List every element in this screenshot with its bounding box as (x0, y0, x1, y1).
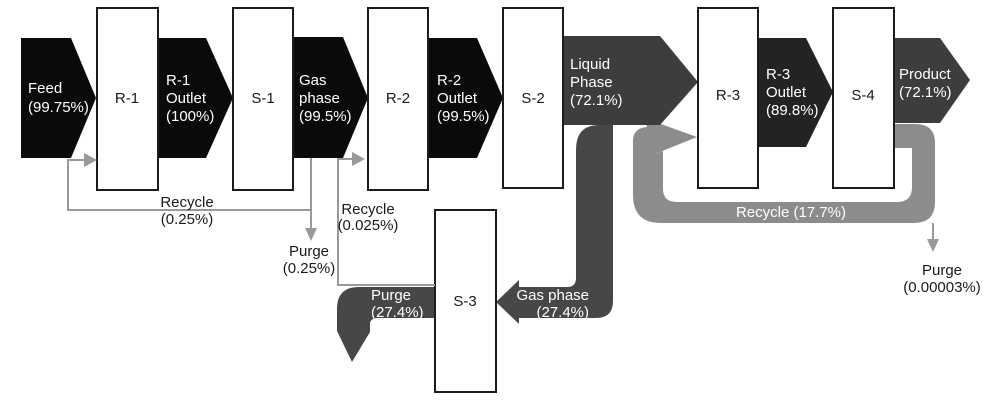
label-feed-line1: Feed (28, 80, 62, 97)
arrow-r3-outlet (758, 38, 833, 147)
label-gas-phase-s1-line1: Gas (299, 72, 327, 89)
box-s2 (502, 7, 564, 189)
arrow-r1-outlet (158, 38, 233, 158)
label-r3-outlet-line2: Outlet (766, 84, 807, 101)
arrowhead-recycle-r1-icon (84, 153, 97, 167)
label-purge-s1-line2: (0.25%) (283, 260, 336, 277)
arrow-r2-outlet (428, 38, 503, 158)
label-feed-line2: (99.75%) (28, 99, 89, 116)
label-recycle-s1-line2: (0.25%) (161, 211, 214, 228)
label-r1: R-1 (115, 90, 139, 107)
label-product-line1: Product (899, 66, 952, 83)
label-recycle-s4: Recycle (17.7%) (736, 204, 846, 221)
pipe-purge-s3 (337, 287, 435, 362)
label-gas-phase-s1-line2: phase (299, 90, 340, 107)
label-r1-outlet-line1: R-1 (166, 72, 190, 89)
label-r3-outlet-line3: (89.8%) (766, 102, 819, 119)
arrowhead-recycle-r2-icon (352, 152, 365, 166)
label-gas-phase-s2-line1: Gas phase (516, 287, 589, 304)
label-recycle-s1-line1: Recycle (160, 194, 213, 211)
label-gas-phase-s2-line2: (27.4%) (536, 304, 589, 321)
box-r2 (367, 7, 429, 191)
arrowhead-purge-s4-down-icon (927, 239, 939, 252)
label-r1-outlet-line2: Outlet (166, 90, 207, 107)
label-r1-outlet-line3: (100%) (166, 108, 214, 125)
label-r2-outlet-line1: R-2 (437, 72, 461, 89)
pipe-recycle-s4-to-r3 (633, 118, 935, 223)
label-purge-s3-line2: (27.4%) (371, 304, 424, 321)
arrow-gas-phase-s1 (293, 37, 368, 158)
arrow-liquid-phase (563, 36, 698, 125)
label-liquid-phase-line2: Phase (570, 74, 613, 91)
arrow-feed (21, 38, 96, 158)
label-gas-phase-s1-line3: (99.5%) (299, 108, 352, 125)
box-r3 (697, 7, 759, 189)
box-s4 (832, 7, 895, 189)
label-r3-outlet-line1: R-3 (766, 66, 790, 83)
label-r2-outlet-line2: Outlet (437, 90, 478, 107)
label-s2: S-2 (521, 90, 544, 107)
label-purge-s3-line1: Purge (371, 287, 411, 304)
label-r3: R-3 (716, 87, 740, 104)
box-s1 (232, 7, 294, 191)
arrow-product (894, 38, 970, 123)
line-recycle-s1-to-r1 (67, 159, 311, 211)
label-purge-s4-line2: (0.00003%) (903, 279, 981, 296)
box-r1 (96, 7, 159, 191)
label-s1: S-1 (251, 90, 274, 107)
label-recycle-s3-line2: (0.025%) (338, 217, 399, 234)
line-recycle-s3-to-r2 (337, 158, 435, 286)
pipe-gas-phase-s2-to-s3 (496, 125, 613, 324)
label-recycle-s3-line1: Recycle (341, 201, 394, 218)
box-s3 (434, 209, 497, 393)
label-s3: S-3 (453, 293, 476, 310)
label-r2: R-2 (386, 90, 410, 107)
label-purge-s1-line1: Purge (289, 243, 329, 260)
label-liquid-phase-line3: (72.1%) (570, 92, 623, 109)
arrowhead-purge-s1-down-icon (305, 228, 317, 241)
label-purge-s4-line1: Purge (922, 262, 962, 279)
label-liquid-phase-line1: Liquid (570, 56, 610, 73)
label-s4: S-4 (851, 87, 874, 104)
label-r2-outlet-line3: (99.5%) (437, 108, 490, 125)
label-product-line2: (72.1%) (899, 84, 952, 101)
